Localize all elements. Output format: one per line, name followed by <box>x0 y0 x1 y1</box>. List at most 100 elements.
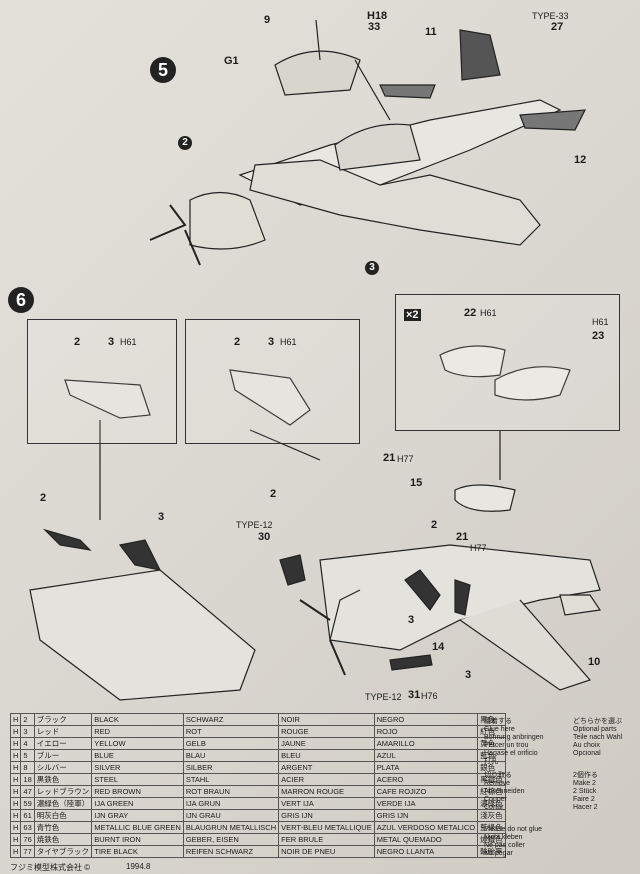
legend-line: Hacer 2 <box>573 804 598 811</box>
table-cell: GRIS IJN <box>278 809 375 822</box>
table-cell: RED <box>91 725 184 738</box>
table-cell: YELLOW <box>91 737 184 750</box>
label-15: 15 <box>410 477 423 489</box>
legend-line: どちらかを選ぶ <box>573 718 622 725</box>
table-cell: GELB <box>182 737 280 750</box>
legend-line: Opcional <box>573 750 601 757</box>
table-cell: ROT <box>182 725 280 738</box>
table-cell: VERT-BLEU METALLIQUE <box>278 821 375 834</box>
part-23 <box>494 366 571 401</box>
table-cell: FER BRULE <box>278 833 375 846</box>
legend-line: Teile nach Wahl <box>573 734 623 741</box>
table-cell: 61 <box>20 809 35 822</box>
legend-line: Remove <box>484 780 511 787</box>
legend-line: Couper <box>484 796 507 803</box>
panel3-right-code: H61 <box>592 317 609 327</box>
panel3-right-num: 23 <box>592 330 605 342</box>
table-cell: BURNT IRON <box>91 833 184 846</box>
label-h76: H76 <box>421 691 438 701</box>
step-6-badge: 6 <box>8 287 34 313</box>
table-cell: 59 <box>20 797 35 810</box>
table-cell: NEGRO <box>373 713 479 726</box>
panel1-num: 2 <box>74 336 81 348</box>
leaders-5 <box>315 19 391 121</box>
table-cell: GEBER, EISEN <box>182 833 280 846</box>
label-12: 12 <box>574 154 587 166</box>
table-cell: SCHWARZ <box>182 713 280 726</box>
table-cell: STEEL <box>91 773 184 786</box>
wing-outline <box>249 159 541 246</box>
table-cell: イエロー <box>33 737 93 750</box>
table-cell: H <box>9 761 22 774</box>
canopy-g1 <box>274 50 361 96</box>
step-5-badge: 5 <box>150 57 176 83</box>
table-cell: レッドブラウン <box>33 785 93 798</box>
table-cell: 濃緑色（陸軍） <box>33 797 93 810</box>
legend-line: Nicht kleben <box>484 834 523 841</box>
table-cell: H <box>9 725 22 738</box>
table-cell: METALLIC BLUE GREEN <box>91 821 184 834</box>
legend-line: Cortar <box>484 804 504 811</box>
table-cell: REIFEN SCHWARZ <box>182 845 280 858</box>
table-cell: ACERO <box>373 773 479 786</box>
right-wing-6 <box>459 599 592 691</box>
label-33: 33 <box>368 21 381 33</box>
table-cell: H <box>9 809 22 822</box>
table-cell: IJN GRAY <box>91 809 184 822</box>
legend-line: Au choix <box>573 742 600 749</box>
legend-line: Abschneiden <box>484 788 525 795</box>
table-cell: SILBER <box>182 761 280 774</box>
table-cell: IJN GRAU <box>182 809 280 822</box>
label-10: 10 <box>588 656 601 668</box>
table-cell: 18 <box>20 773 35 786</box>
label-2-circle: 2 <box>178 136 192 150</box>
table-cell: 63 <box>20 821 35 834</box>
table-cell: AZUL VERDOSO METALICO <box>373 821 479 834</box>
part-panel2 <box>229 369 311 426</box>
table-cell: AZUL <box>373 749 479 762</box>
table-cell: 3 <box>20 725 35 738</box>
table-cell: H <box>9 821 22 834</box>
table-cell: AMARILLO <box>373 737 479 750</box>
part-panel1 <box>64 379 151 419</box>
table-cell: 明灰白色 <box>33 809 93 822</box>
table-cell: IJA GREEN <box>91 797 184 810</box>
legend-line: Make 2 <box>573 780 596 787</box>
panel2-num: 2 <box>234 336 241 348</box>
table-cell: TIRE BLACK <box>91 845 184 858</box>
cockpit-area <box>334 123 421 171</box>
detail-panel-1: 2 3 H61 <box>27 319 177 444</box>
table-cell: H <box>9 845 22 858</box>
part-2-left <box>42 528 92 551</box>
part-3-gear <box>404 569 441 612</box>
legend-line: Ne pas coller <box>484 842 525 849</box>
panel-leaders <box>99 420 501 520</box>
table-cell: 2 <box>20 713 35 726</box>
legend-line: Bohrung anbringen <box>484 734 544 741</box>
table-cell: SILVER <box>91 761 184 774</box>
legend-line: Please do not glue <box>484 826 542 833</box>
panel3-left-num: 22 <box>464 307 477 319</box>
panel1-qty: 3 <box>108 336 115 348</box>
stabilizer-11 <box>379 84 436 99</box>
table-cell: NOIR DE PNEU <box>278 845 375 858</box>
table-cell: レッド <box>33 725 93 738</box>
table-cell: VERT IJA <box>278 797 375 810</box>
label-type12a: TYPE-12 <box>236 520 273 530</box>
table-cell: 黒鉄色 <box>33 773 93 786</box>
legend-line: Glue here <box>484 726 515 733</box>
table-cell: BLAUGRUN METALLISCH <box>182 821 280 834</box>
part-10 <box>559 594 602 616</box>
label-h77a: H77 <box>397 454 414 464</box>
table-cell: MARRON ROUGE <box>278 785 375 798</box>
table-cell: ROJO <box>373 725 479 738</box>
